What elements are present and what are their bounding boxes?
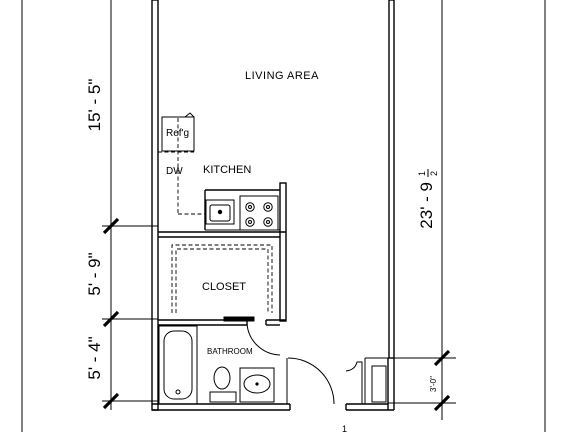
overall-height-fraction-den: 2 bbox=[429, 171, 439, 176]
toilet bbox=[209, 366, 237, 403]
overall-height-label: 23' - 9 1 2 bbox=[417, 169, 439, 229]
closet-shelf bbox=[171, 244, 273, 313]
interior-walls bbox=[158, 182, 287, 326]
dimension-lines bbox=[21, 0, 546, 432]
dishwasher-label: DW bbox=[166, 166, 183, 177]
refrigerator: Ref'g bbox=[161, 112, 195, 152]
kitchen: Ref'g DW bbox=[158, 112, 280, 231]
bathroom bbox=[158, 323, 281, 405]
bathroom-label: BATHROOM bbox=[207, 347, 253, 356]
bottom-edge-fraction: 1 bbox=[342, 424, 347, 432]
stove bbox=[239, 195, 279, 231]
bath-height-label: 5' - 4" bbox=[85, 336, 104, 379]
living-height-label: 15' - 5" bbox=[85, 79, 104, 132]
entry-width-label: 3'-0" bbox=[429, 376, 438, 392]
closet-door-right bbox=[345, 361, 387, 404]
bathroom-sink bbox=[239, 367, 275, 403]
exterior-walls bbox=[151, 0, 395, 411]
kitchen-sink bbox=[205, 199, 235, 225]
bathtub bbox=[158, 325, 198, 405]
closet-label: CLOSET bbox=[202, 281, 246, 293]
dishwasher: DW bbox=[166, 166, 183, 177]
closet-height-label: 5' - 9" bbox=[85, 252, 104, 295]
refrigerator-label: Ref'g bbox=[166, 128, 189, 139]
bathroom-door bbox=[246, 323, 281, 356]
overall-height-main: 23' - 9 bbox=[417, 182, 436, 229]
living-area-label: LIVING AREA bbox=[245, 70, 319, 82]
overall-height-fraction-num: 1 bbox=[417, 171, 427, 176]
kitchen-label: KITCHEN bbox=[203, 164, 251, 176]
entry-door bbox=[286, 357, 335, 405]
